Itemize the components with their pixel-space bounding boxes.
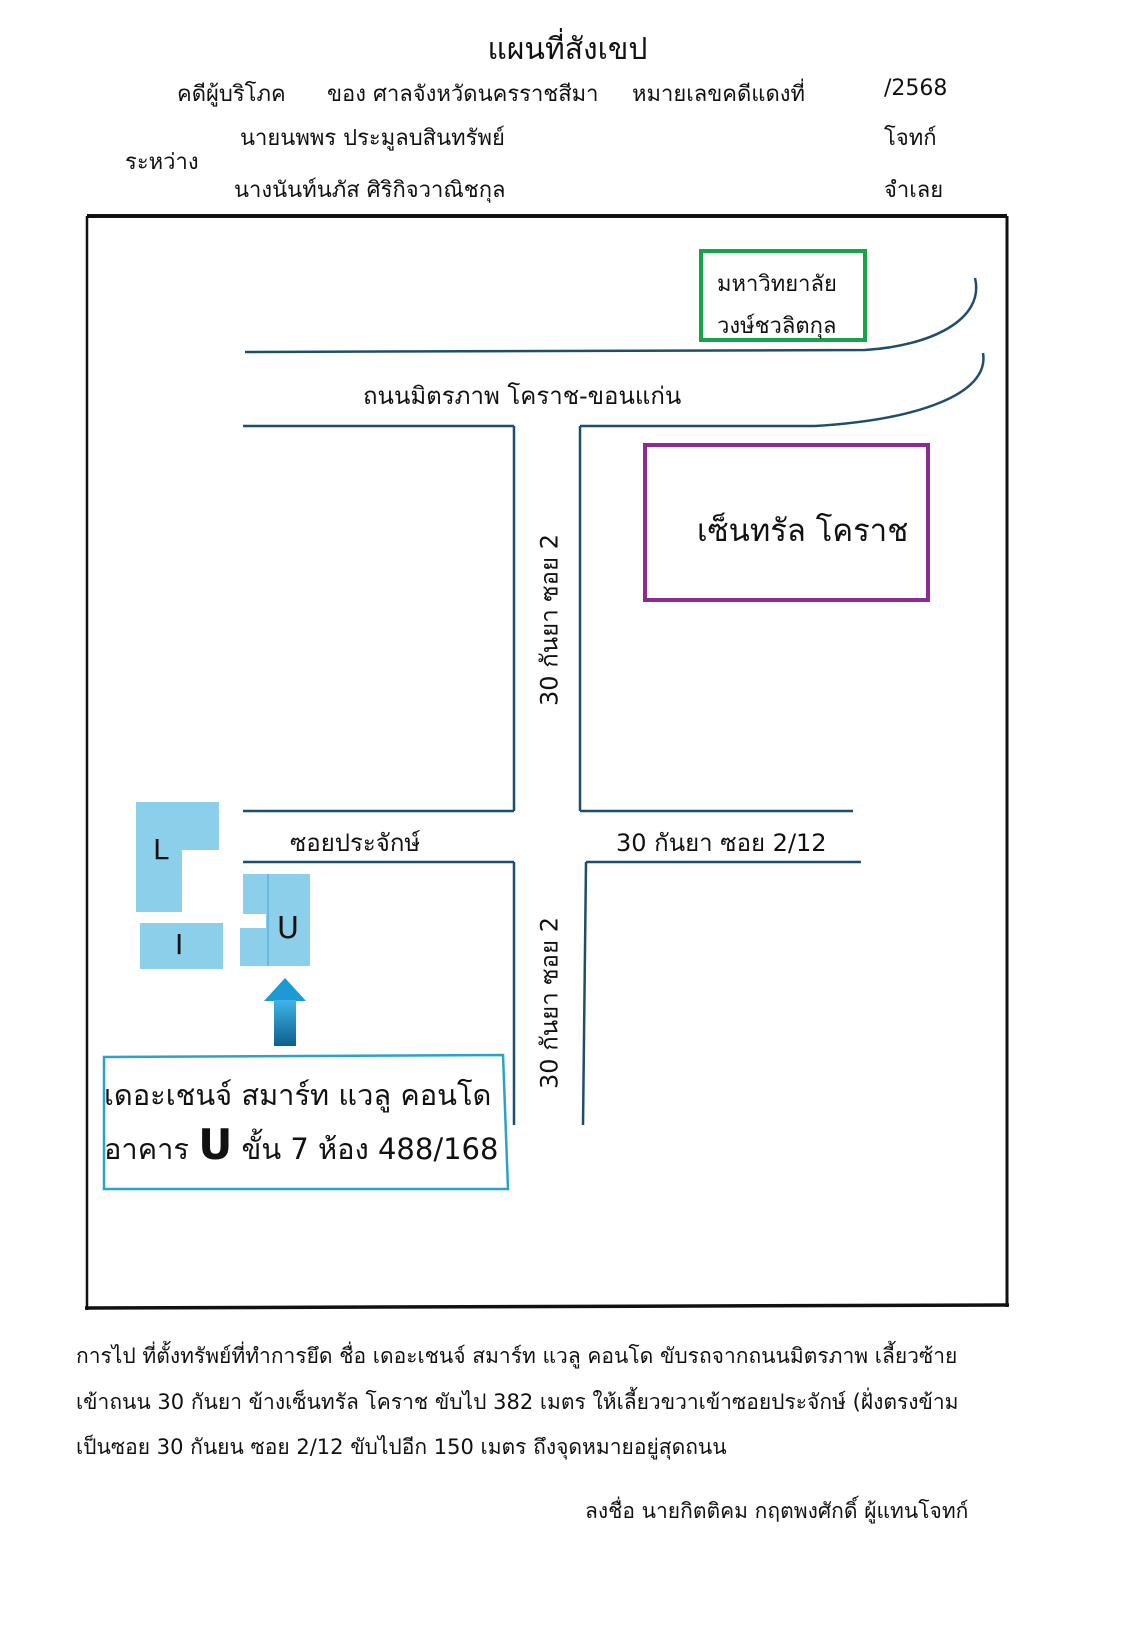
page-title: แผนที่สังเขป xyxy=(487,32,648,67)
defendant-name: นางนันท์นภัส ศิริกิจวาณิชกุล xyxy=(234,178,506,203)
main-road-south-edge xyxy=(814,352,985,428)
central-mall-label: เซ็นทรัล โคราช xyxy=(697,513,909,549)
building-L-label: L xyxy=(153,833,169,866)
building-I-label: I xyxy=(175,928,184,961)
condo-unit: อาคาร U ขั้น 7 ห้อง 488/168 xyxy=(104,1120,498,1172)
road-30-kanya-label-lower: 30 กันยา ซอย 2 xyxy=(535,917,564,1089)
condo-building-letter: U xyxy=(198,1120,233,1169)
condo-unit-detail: ขั้น 7 ห้อง 488/168 xyxy=(241,1132,499,1166)
case-type: คดีผู้บริโภค xyxy=(177,82,286,107)
plaintiff-name: นายนพพร ประมูลบสินทรัพย์ xyxy=(240,126,505,151)
university-box xyxy=(699,249,867,342)
building-I xyxy=(140,923,223,969)
directions-line-1: การไป ที่ตั้งทรัพย์ที่ทำการยึด ชื่อ เดอะ… xyxy=(76,1344,958,1368)
building-U xyxy=(240,874,310,966)
road-30-kanya-label-upper: 30 กันยา ซอย 2 xyxy=(535,534,564,706)
university-name-line1: มหาวิทยาลัย xyxy=(717,272,837,297)
building-L xyxy=(136,802,219,912)
soi-prachak-label: ซอยประจักษ์ xyxy=(290,829,421,857)
soi-2-12-label: 30 กันยา ซอย 2/12 xyxy=(616,829,827,857)
arrow-to-building-u xyxy=(264,978,306,1046)
case-number: /2568 xyxy=(884,76,948,101)
case-number-label: หมายเลขคดีแดงที่ xyxy=(632,82,806,107)
university-label: มหาวิทยาลัย วงษ์ชวลิตกุล xyxy=(717,264,837,348)
central-mall-box xyxy=(643,443,930,602)
directions-line-2: เข้าถนน 30 กันยา ข้างเซ็นทรัล โคราช ขับไ… xyxy=(76,1390,959,1414)
condo-box xyxy=(102,1053,510,1191)
main-road-north-edge xyxy=(244,277,978,354)
court-name: ของ ศาลจังหวัดนครราชสีมา xyxy=(327,82,599,107)
main-road-label: ถนนมิตรภาพ โคราช-ขอนแก่น xyxy=(363,382,682,410)
condo-building-prefix: อาคาร xyxy=(104,1132,189,1166)
road-30-kanya-east-edge-lower xyxy=(581,861,588,1126)
university-name-line2: วงษ์ชวลิตกุล xyxy=(717,314,837,339)
plaintiff-role: โจทก์ xyxy=(884,126,937,151)
signature-line: ลงชื่อ นายกิตติคม กฤตพงศักดิ์ ผู้แทนโจทก… xyxy=(585,1499,969,1523)
map-frame xyxy=(84,214,1010,1310)
building-U-label: U xyxy=(277,911,299,946)
between-label: ระหว่าง xyxy=(125,150,199,175)
directions-line-3: เป็นซอย 30 กันยน ซอย 2/12 ขับไปอีก 150 เ… xyxy=(76,1435,727,1459)
defendant-role: จำเลย xyxy=(884,178,944,203)
condo-name: เดอะเชนจ์ สมาร์ท แวลู คอนโด xyxy=(104,1078,492,1112)
